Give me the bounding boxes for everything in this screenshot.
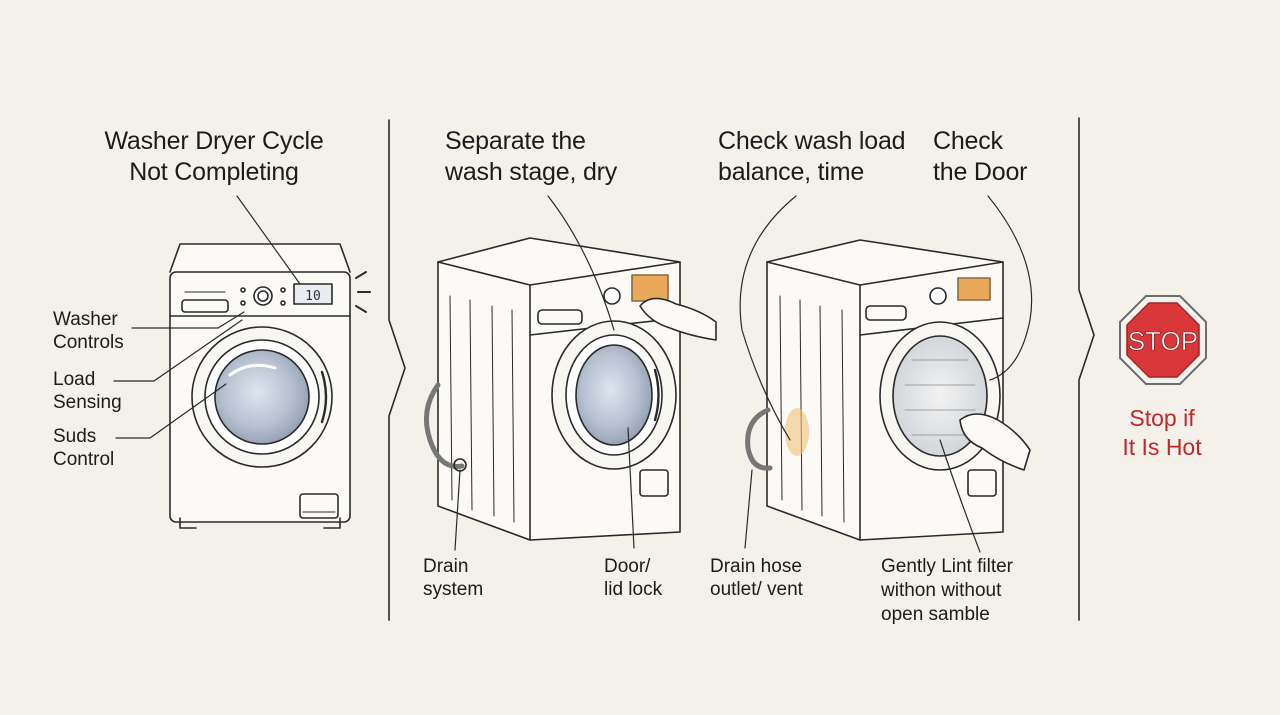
washer-display-text: 10	[305, 289, 321, 304]
stop-sign-icon	[1119, 295, 1207, 385]
stop-caption: Stop if It Is Hot	[1122, 405, 1202, 460]
stop-sign-text: STOP	[1128, 326, 1198, 356]
panel1-title: Washer Dryer Cycle Not Completing	[104, 127, 324, 186]
label-load-sensing: Load Sensing	[53, 369, 122, 413]
label-washer-controls: Washer Controls	[53, 309, 124, 353]
label-lint-filter: Gently Lint filter withon without open s…	[881, 556, 1013, 625]
label-drain-hose: Drain hose outlet/ vent	[710, 556, 803, 600]
divider-1	[388, 119, 406, 621]
divider-2	[1078, 117, 1095, 621]
panel3-title-right: Check the Door	[933, 127, 1028, 186]
washer-2	[423, 195, 717, 551]
washer-3	[739, 195, 1033, 553]
panel2-title: Separate the wash stage, dry	[445, 127, 618, 186]
label-drain-system: Drain system	[423, 556, 484, 600]
panel3-title-left: Check wash load balance, time	[718, 127, 906, 186]
label-door-lock: Door/ lid lock	[604, 556, 663, 600]
label-suds-control: Suds Control	[53, 426, 115, 470]
washer-1	[113, 195, 371, 529]
